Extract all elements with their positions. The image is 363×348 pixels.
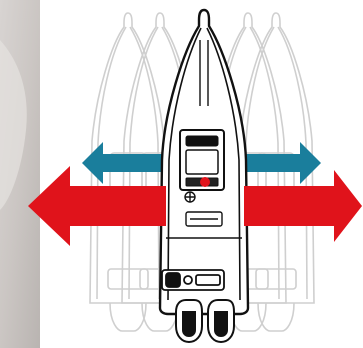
outboard-motor-icon [175,299,235,344]
joystick-icon [200,177,210,187]
steering-wheel-icon [184,191,196,203]
small-arrow-right [236,142,321,184]
console-icon [179,129,225,191]
small-arrow-left [82,142,170,184]
transom [161,269,225,291]
large-arrow-left [28,166,166,246]
large-arrow-right [244,170,362,242]
photo-strip-shadow [0,40,27,210]
deck-details [166,211,242,239]
